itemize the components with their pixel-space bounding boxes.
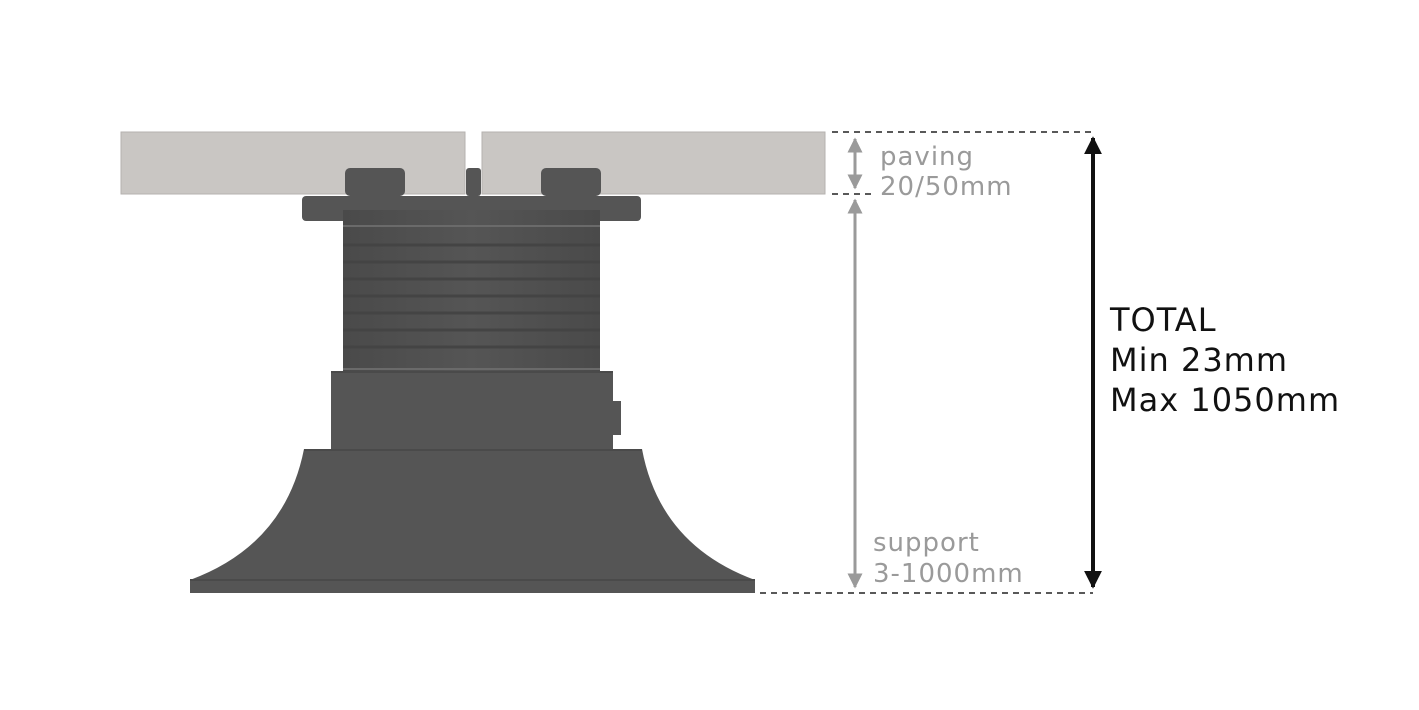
lock-tab xyxy=(607,401,621,435)
reference-lines xyxy=(760,131,1093,594)
paving-label-line1: paving xyxy=(880,142,974,172)
total-label-line1: TOTAL xyxy=(1109,301,1217,339)
support-label-line2: 3-1000mm xyxy=(873,559,1024,589)
thread-lines xyxy=(343,243,600,349)
spacer-tab-right xyxy=(541,168,601,196)
pedestal-collar xyxy=(331,372,613,452)
spacer-tab-left xyxy=(345,168,405,196)
paving-slab-right xyxy=(481,131,826,195)
support-label-line1: support xyxy=(873,528,980,558)
pedestal-base xyxy=(190,449,755,593)
paving-slabs xyxy=(120,131,826,195)
pedestal xyxy=(190,168,755,593)
spacer-fin xyxy=(466,168,481,196)
paving-label-line2: 20/50mm xyxy=(880,172,1013,202)
total-label-line3: Max 1050mm xyxy=(1110,381,1340,419)
total-label-line2: Min 23mm xyxy=(1110,341,1288,379)
paving-slab-left xyxy=(120,131,466,195)
